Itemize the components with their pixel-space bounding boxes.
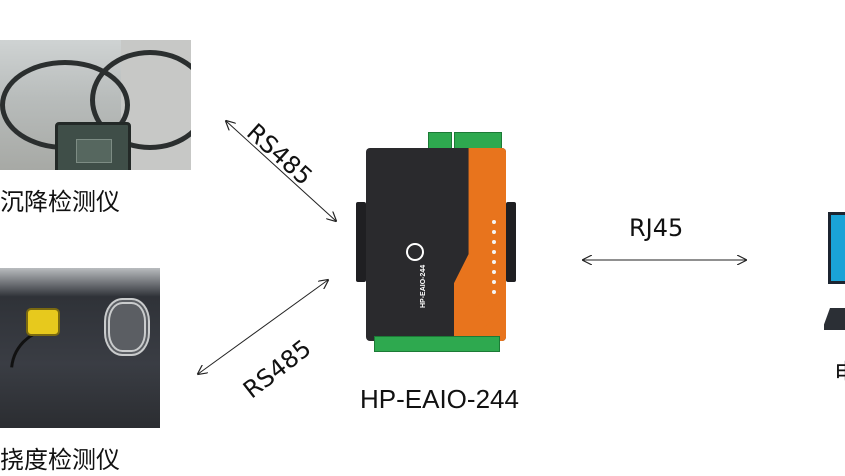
yellow-sensor (26, 308, 60, 336)
bottom-terminal-block (374, 336, 500, 352)
deflection-sensor-label: 挠度检测仪 (0, 446, 120, 474)
settlement-sensor-label: 沉降检测仪 (0, 188, 120, 216)
lower-link-arrow (198, 280, 328, 374)
sensor-housing (55, 122, 131, 170)
device-caption: HP-EAIO-244 (360, 384, 519, 414)
coil-cable (104, 298, 150, 356)
mounting-flange (506, 202, 516, 282)
settlement-sensor-photo (0, 40, 191, 170)
orange-panel (454, 148, 506, 341)
mounting-flange (356, 202, 366, 282)
computer-icon (824, 212, 845, 332)
hp-eaio-device: HP-EAIO-244 (356, 132, 516, 352)
right-link-label: RJ45 (629, 214, 684, 242)
computer-label-partial: 电 (834, 353, 845, 388)
upper-link-arrow (226, 121, 336, 221)
device-logo-icon (406, 243, 424, 261)
device-body: HP-EAIO-244 (366, 148, 506, 341)
deflection-sensor-photo (0, 268, 160, 428)
device-model-text: HP-EAIO-244 (420, 264, 427, 308)
